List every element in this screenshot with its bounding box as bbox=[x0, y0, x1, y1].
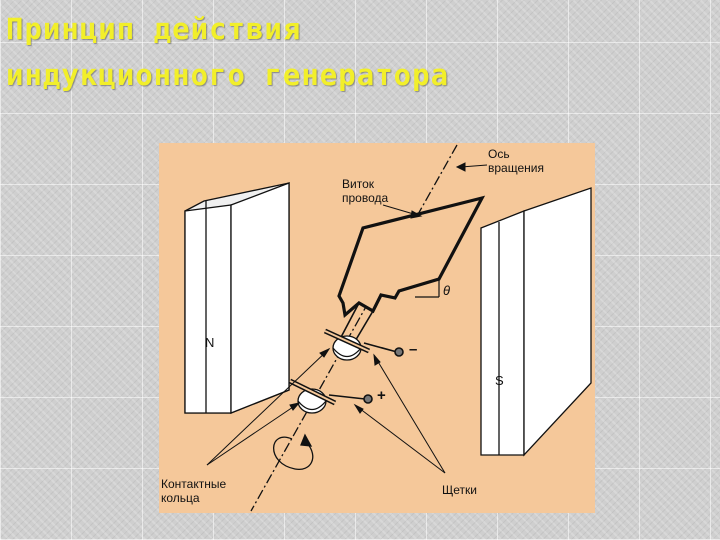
plus-terminal-label: + bbox=[377, 387, 386, 404]
title-line-2: индукционного генератора bbox=[6, 58, 450, 92]
wire-loop-label-line-1: Виток bbox=[342, 177, 374, 191]
north-magnet bbox=[184, 182, 290, 414]
generator-diagram: Ось вращения Виток провода θ N S – + Кон… bbox=[159, 143, 595, 513]
wire-loop bbox=[337, 195, 486, 319]
contact-rings-leaders bbox=[206, 347, 331, 466]
slide-title: Принцип действия индукционного генератор… bbox=[6, 6, 606, 98]
brushes-label: Щетки bbox=[442, 483, 477, 497]
contact-rings-label: Контактные кольца bbox=[161, 477, 226, 505]
slip-ring-lower bbox=[288, 378, 337, 414]
rotation-axis-label-line-2: вращения bbox=[488, 161, 544, 175]
rotation-axis bbox=[250, 144, 458, 512]
slip-ring-upper bbox=[323, 328, 371, 361]
south-pole-label: S bbox=[495, 373, 504, 388]
contact-rings-label-line-2: кольца bbox=[161, 491, 200, 505]
wire-loop-label: Виток провода bbox=[342, 177, 388, 205]
brush-minus bbox=[363, 342, 404, 357]
brushes-leaders bbox=[353, 353, 446, 474]
contact-rings-label-line-1: Контактные bbox=[161, 477, 227, 491]
wire-loop-label-line-2: провода bbox=[342, 191, 389, 205]
rotation-axis-label-line-1: Ось bbox=[488, 147, 510, 161]
rotation-arrow bbox=[272, 433, 314, 470]
coil-pointer bbox=[382, 204, 423, 219]
rotation-axis-label: Ось вращения bbox=[488, 147, 544, 175]
title-line-1: Принцип действия bbox=[6, 12, 302, 46]
brush-plus bbox=[328, 394, 373, 404]
minus-terminal-label: – bbox=[409, 341, 418, 358]
south-magnet bbox=[480, 187, 592, 457]
angle-theta-label: θ bbox=[443, 283, 451, 298]
generator-drawing bbox=[184, 144, 592, 512]
north-pole-label: N bbox=[205, 335, 215, 350]
axis-pointer bbox=[455, 162, 488, 172]
